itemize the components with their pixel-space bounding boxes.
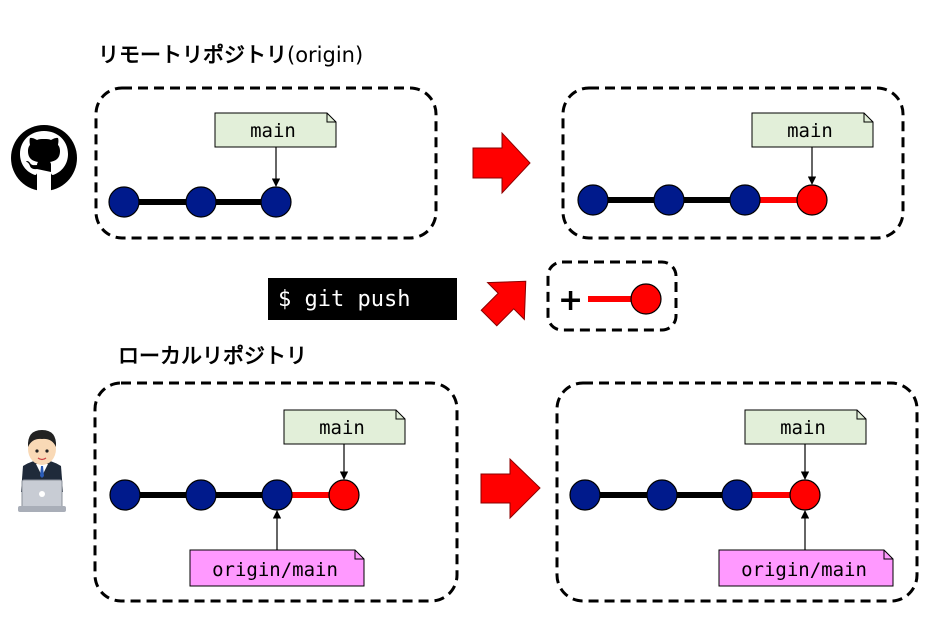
pushed-commit-node	[630, 283, 662, 315]
new-commit-node	[796, 184, 828, 216]
local-before-graph	[109, 479, 360, 511]
commit-node	[577, 184, 609, 216]
new-commit-node	[328, 479, 360, 511]
local-before-main-label: main	[283, 409, 406, 445]
remote-after-graph	[577, 184, 828, 216]
command-text: $ git push	[278, 287, 410, 312]
pushed-commit-box	[546, 260, 678, 332]
commit-node	[109, 479, 141, 511]
commit-node	[185, 186, 217, 218]
local-before-origin-main-label: origin/main	[189, 549, 365, 587]
branch-label-text: main	[250, 120, 296, 142]
commit-node	[721, 479, 753, 511]
commit-node	[260, 186, 292, 218]
commit-node	[261, 479, 293, 511]
push-arrow	[480, 280, 527, 327]
local-repo-title: ローカルリポジトリ	[118, 344, 307, 368]
branch-label-text: main	[319, 417, 365, 439]
remote-repo-title: リモートリポジトリ(origin)	[98, 43, 363, 67]
tracking-label-text: origin/main	[212, 559, 338, 581]
remote-after-box	[561, 86, 905, 240]
local-before-box	[93, 381, 459, 603]
remote-transition-arrow	[472, 131, 531, 195]
commit-node	[569, 479, 601, 511]
commit-node	[729, 184, 761, 216]
commit-node	[185, 479, 217, 511]
branch-label-text: main	[780, 417, 826, 439]
local-after-origin-main-label: origin/main	[718, 549, 894, 587]
new-commit-node	[789, 479, 821, 511]
command-box	[268, 278, 457, 320]
tracking-label-text: origin/main	[741, 559, 867, 581]
local-transition-arrow	[480, 457, 541, 520]
local-after-graph	[569, 479, 821, 511]
commit-node	[108, 186, 140, 218]
plus-sign: +	[558, 283, 583, 318]
remote-before-graph	[108, 186, 292, 218]
local-after-main-label: main	[744, 409, 867, 445]
remote-before-box	[94, 86, 438, 240]
commit-node	[646, 479, 678, 511]
local-after-box	[555, 381, 919, 603]
commit-node	[653, 184, 685, 216]
developer-laptop-icon	[18, 430, 66, 512]
remote-after-main-label: main	[751, 112, 874, 148]
branch-label-text: main	[787, 120, 833, 142]
github-icon	[11, 125, 77, 191]
remote-before-main-label: main	[214, 112, 337, 148]
